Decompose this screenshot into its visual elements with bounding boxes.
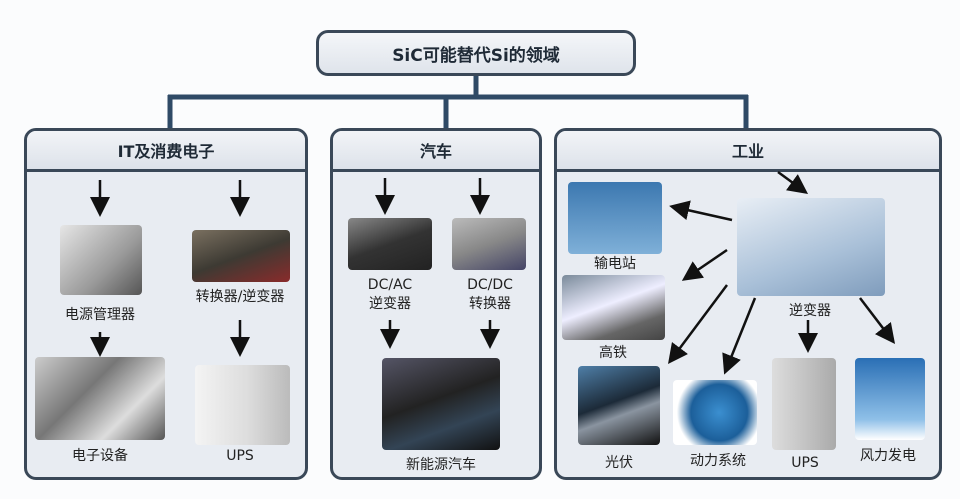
electronics-image bbox=[35, 357, 165, 440]
label-inverter: 逆变器 bbox=[789, 303, 831, 319]
label-photovoltaic: 光伏 bbox=[605, 455, 633, 471]
label-wind-power: 风力发电 bbox=[860, 448, 916, 464]
wind-power-image bbox=[855, 358, 925, 440]
label-dc-ac-line1: DC/AC bbox=[367, 277, 413, 293]
dc-dc-converter-image bbox=[452, 218, 526, 270]
label-ups-it: UPS bbox=[226, 448, 254, 464]
panel-it-header: IT及消费电子 bbox=[27, 131, 305, 172]
label-power-manager: 电源管理器 bbox=[65, 307, 135, 323]
inverter-image bbox=[737, 198, 885, 296]
converter-image bbox=[192, 230, 290, 282]
label-converter-inverter: 转换器/逆变器 bbox=[195, 289, 285, 305]
ups-image-it bbox=[195, 365, 290, 445]
label-electronics: 电子设备 bbox=[72, 448, 128, 464]
label-dc-dc: DC/DC 转换器 bbox=[467, 276, 513, 314]
label-dc-ac: DC/AC 逆变器 bbox=[368, 276, 412, 314]
label-dc-ac-line2: 逆变器 bbox=[368, 296, 411, 312]
high-speed-rail-image bbox=[562, 275, 665, 340]
substation-image bbox=[568, 182, 662, 254]
photovoltaic-image bbox=[578, 366, 660, 445]
new-energy-vehicle-image bbox=[382, 358, 500, 450]
dc-ac-inverter-image bbox=[348, 218, 432, 270]
root-title: SiC可能替代Si的领域 bbox=[316, 30, 636, 76]
label-ups-industry: UPS bbox=[791, 455, 819, 471]
panel-industry-header: 工业 bbox=[557, 131, 939, 172]
label-new-energy-vehicle: 新能源汽车 bbox=[406, 457, 476, 473]
label-dc-dc-line1: DC/DC bbox=[467, 277, 513, 293]
power-supply-image bbox=[60, 225, 142, 295]
panel-auto-header: 汽车 bbox=[333, 131, 539, 172]
label-power-system: 动力系统 bbox=[690, 453, 746, 469]
label-dc-dc-line2: 转换器 bbox=[468, 296, 511, 312]
label-high-speed-rail: 高铁 bbox=[599, 345, 627, 361]
motor-image bbox=[673, 380, 757, 445]
label-substation: 输电站 bbox=[594, 256, 636, 272]
ups-image-industry bbox=[772, 358, 836, 450]
